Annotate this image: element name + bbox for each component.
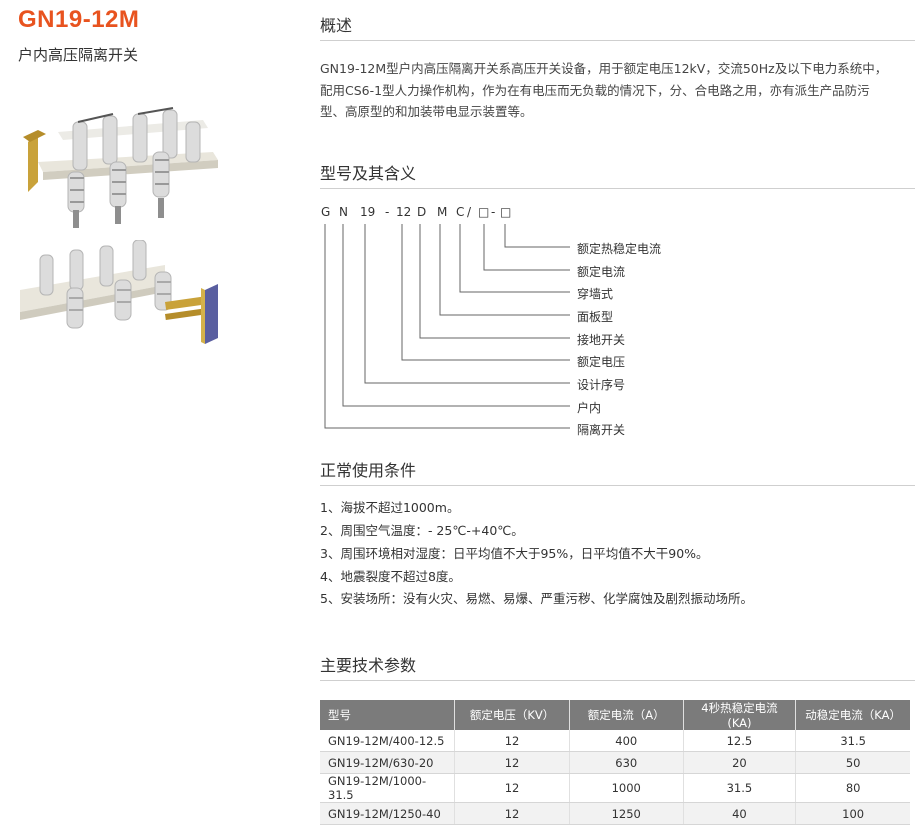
- meaning-label: 面板型: [577, 310, 614, 324]
- column-header: 动稳定电流（KA）: [795, 700, 910, 730]
- table-row: GN19-12M/630-20 12 630 20 50: [320, 751, 910, 774]
- table-cell: 40: [682, 802, 796, 825]
- meaning-label: 穿墙式: [577, 287, 614, 301]
- table-cell: 630: [568, 751, 684, 774]
- params-divider: [320, 680, 915, 681]
- table-cell: GN19-12M/1000-31.5: [320, 773, 455, 803]
- table-cell: 400: [568, 730, 684, 752]
- table-cell: 1250: [568, 802, 684, 825]
- condition-item: 3、周围环境相对湿度：日平均值不大于95%，日平均值不大干90%。: [320, 546, 709, 561]
- meaning-label: 额定电压: [577, 355, 626, 369]
- overview-line: 配用CS6-1型人力操作机构，作为在有电压而无负载的情况下，分、合电路之用，亦有…: [320, 82, 870, 98]
- table-cell: 31.5: [795, 730, 910, 752]
- meaning-label: 设计序号: [577, 378, 626, 392]
- table-cell: 12: [454, 751, 570, 774]
- conditions-divider: [320, 485, 915, 486]
- column-header: 型号: [320, 700, 455, 730]
- code-char: D: [417, 205, 427, 219]
- table-cell: GN19-12M/630-20: [320, 751, 455, 774]
- product-subtitle: 户内高压隔离开关: [18, 46, 139, 64]
- code-char: /: [467, 205, 472, 219]
- table-row: GN19-12M/1250-40 12 1250 40 100: [320, 802, 910, 825]
- meaning-label: 额定热稳定电流: [577, 242, 662, 256]
- overview-line: 型、高原型的和加装带电显示装置等。: [320, 104, 533, 119]
- column-header: 4秒热稳定电流(KA): [682, 700, 796, 730]
- column-header: 额定电压（KV）: [454, 700, 570, 730]
- overview-heading: 概述: [320, 16, 353, 35]
- model-meaning-heading: 型号及其含义: [320, 164, 417, 183]
- meaning-label: 接地开关: [577, 333, 626, 347]
- code-char: □: [478, 205, 490, 219]
- model-meaning-divider: [320, 188, 915, 189]
- table-cell: GN19-12M/1250-40: [320, 802, 455, 825]
- table-cell: 31.5: [682, 773, 796, 803]
- overview-paragraph: GN19-12M型户内高压隔离开关系高压开关设备，用于额定电压12kV，交流50…: [320, 58, 920, 123]
- condition-item: 2、周围空气温度：- 25℃-+40℃。: [320, 523, 524, 538]
- table-cell: 1000: [568, 773, 684, 803]
- params-heading: 主要技术参数: [320, 656, 417, 675]
- table-cell: GN19-12M/400-12.5: [320, 730, 455, 752]
- product-title: GN19-12M: [18, 6, 140, 33]
- table-cell: 20: [682, 751, 796, 774]
- table-cell: 12: [454, 802, 570, 825]
- table-cell: 12.5: [682, 730, 796, 752]
- overview-line: GN19-12M型户内高压隔离开关系高压开关设备，用于额定电压12kV，交流50…: [320, 61, 888, 76]
- column-header: 额定电流（A）: [568, 700, 684, 730]
- meaning-label: 户内: [577, 401, 602, 415]
- code-char: N: [339, 205, 348, 219]
- table-cell: 50: [795, 751, 910, 774]
- table-cell: 100: [795, 802, 910, 825]
- params-table: 型号 额定电压（KV） 额定电流（A） 4秒热稳定电流(KA) 动稳定电流（KA…: [320, 700, 910, 825]
- condition-item: 1、海拔不超过1000m。: [320, 500, 460, 515]
- product-image-upright: [23, 107, 218, 228]
- table-cell: 80: [795, 773, 910, 803]
- code-char: 19: [360, 205, 376, 219]
- code-char: □: [500, 205, 512, 219]
- code-char: G: [321, 205, 331, 219]
- table-row: GN19-12M/400-12.5 12 400 12.5 31.5: [320, 730, 910, 752]
- code-char: 12: [396, 205, 412, 219]
- table-row: GN19-12M/1000-31.5 12 1000 31.5 80: [320, 773, 910, 803]
- overview-divider: [320, 40, 915, 41]
- code-char: M: [437, 205, 448, 219]
- table-cell: 12: [454, 773, 570, 803]
- condition-item: 4、地震裂度不超过8度。: [320, 569, 461, 584]
- table-header-row: 型号 额定电压（KV） 额定电流（A） 4秒热稳定电流(KA) 动稳定电流（KA…: [320, 700, 910, 730]
- condition-item: 5、安装场所：没有火灾、易燃、易爆、严重污秽、化学腐蚀及剧烈振动场所。: [320, 591, 753, 606]
- code-char: -: [385, 205, 390, 219]
- conditions-heading: 正常使用条件: [320, 461, 417, 480]
- product-image-horizontal: [20, 240, 218, 344]
- code-char: C: [456, 205, 465, 219]
- meaning-label: 隔离开关: [577, 423, 626, 437]
- code-char: -: [491, 205, 496, 219]
- table-cell: 12: [454, 730, 570, 752]
- meaning-label: 额定电流: [577, 265, 626, 279]
